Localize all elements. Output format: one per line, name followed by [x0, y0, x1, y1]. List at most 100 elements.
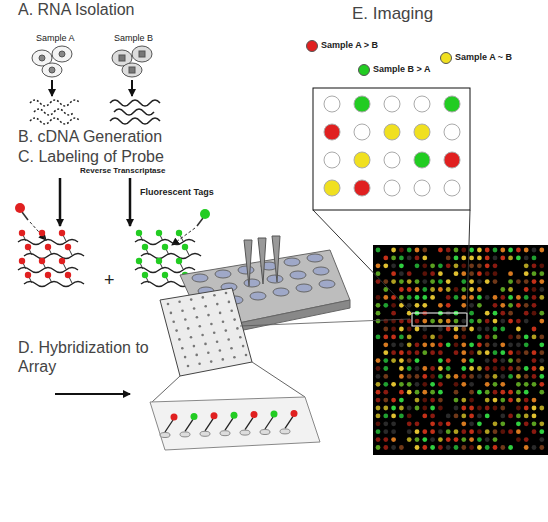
spot: [407, 295, 412, 300]
spot: [167, 303, 170, 306]
spot: [222, 358, 225, 361]
spot: [508, 374, 513, 379]
spot: [493, 437, 498, 442]
spot: [415, 279, 420, 284]
spot: [438, 406, 443, 411]
spot: [201, 334, 204, 337]
spot: [184, 318, 187, 321]
spot: [539, 263, 544, 268]
spot: [500, 319, 505, 324]
spot: [524, 374, 529, 379]
spot: [454, 429, 459, 434]
spot: [180, 432, 190, 437]
spot: [524, 248, 529, 253]
spot: [500, 350, 505, 355]
spot: [407, 256, 412, 261]
spot: [485, 295, 490, 300]
spot: [500, 398, 505, 403]
spot: [524, 382, 529, 387]
spot: [430, 437, 435, 442]
spot: [391, 398, 396, 403]
spot: [407, 414, 412, 419]
spot: [175, 329, 178, 332]
spot: [469, 445, 474, 450]
spot: [461, 248, 466, 253]
spot: [539, 358, 544, 363]
spot: [516, 390, 521, 395]
fluor-tag: [39, 230, 45, 236]
spot: [485, 445, 490, 450]
spot: [391, 248, 396, 253]
spot: [444, 96, 460, 112]
spot: [500, 311, 505, 316]
spot: [532, 311, 537, 316]
spot: [532, 421, 537, 426]
spot: [407, 374, 412, 379]
arrow: [51, 80, 53, 96]
spot: [219, 349, 222, 352]
spot: [399, 358, 404, 363]
spot: [376, 335, 381, 340]
spot: [532, 374, 537, 379]
spot: [477, 256, 482, 261]
tag-stem: [23, 235, 26, 241]
spot: [383, 319, 388, 324]
spot: [376, 303, 381, 308]
strand: [165, 420, 173, 432]
spot: [399, 327, 404, 332]
spot: [415, 390, 420, 395]
spot: [493, 248, 498, 253]
spot: [485, 350, 490, 355]
rna-b: [110, 100, 160, 124]
spot: [430, 271, 435, 276]
well: [284, 258, 300, 266]
spot: [383, 366, 388, 371]
spot: [200, 431, 210, 436]
spot: [391, 421, 396, 426]
spot: [516, 429, 521, 434]
spot: [516, 437, 521, 442]
spot: [391, 350, 396, 355]
spot: [399, 335, 404, 340]
spot: [461, 303, 466, 308]
spot: [438, 327, 443, 332]
spot: [399, 350, 404, 355]
spot: [430, 406, 435, 411]
spot: [524, 437, 529, 442]
cells-b: [112, 46, 152, 77]
spot: [485, 335, 490, 340]
fluor-tag: [25, 244, 31, 250]
spot: [461, 287, 466, 292]
spot: [539, 342, 544, 347]
spot: [216, 303, 219, 306]
spot: [493, 350, 498, 355]
spot: [524, 406, 529, 411]
spot: [213, 294, 216, 297]
spot: [399, 295, 404, 300]
arrow: [131, 80, 133, 96]
spot: [399, 263, 404, 268]
spot: [391, 437, 396, 442]
spot: [415, 303, 420, 308]
tag-label: Fluorescent Tags: [140, 187, 214, 198]
spot: [430, 429, 435, 434]
spot: [461, 358, 466, 363]
spot: [508, 279, 513, 284]
spot: [532, 248, 537, 253]
spot: [213, 332, 216, 335]
spot: [178, 338, 181, 341]
spot: [508, 303, 513, 308]
spot: [500, 256, 505, 261]
spot: [407, 287, 412, 292]
spot: [485, 414, 490, 419]
spot: [508, 256, 513, 261]
spot: [524, 390, 529, 395]
spot: [414, 124, 430, 140]
spot: [383, 406, 388, 411]
spot: [485, 248, 490, 253]
spot: [187, 365, 190, 368]
spot: [508, 248, 513, 253]
spot: [399, 414, 404, 419]
spot: [422, 287, 427, 292]
spot: [383, 445, 388, 450]
